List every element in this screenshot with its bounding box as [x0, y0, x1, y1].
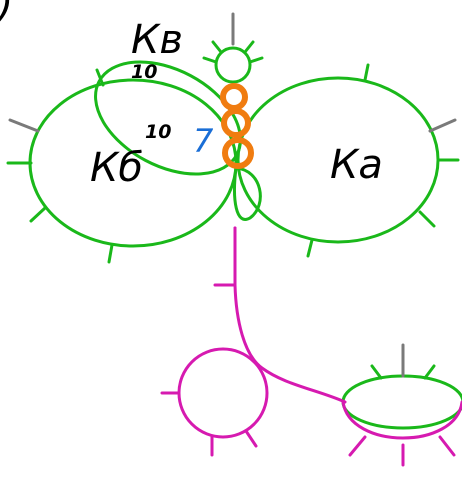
kb-spike — [107, 243, 114, 264]
kb-spike — [29, 206, 47, 223]
ka-spike — [306, 238, 314, 258]
magenta-circle-spike — [244, 429, 258, 448]
label-kv: Кв — [131, 17, 183, 63]
bowl-top — [341, 374, 462, 430]
label-kv-number: 10 — [131, 61, 157, 83]
grey-spike-ka — [428, 118, 457, 133]
bowl-bottom — [341, 400, 462, 440]
orange-ring — [222, 137, 254, 169]
top-small-circle — [214, 46, 252, 84]
kv-ellipse — [94, 60, 242, 176]
grey-spike-kb — [8, 118, 40, 133]
top-circle-spike — [202, 56, 218, 64]
orange-ring — [221, 108, 251, 138]
top-circle-spike — [211, 40, 223, 54]
junction-loop — [233, 166, 262, 221]
top-circle-spike — [243, 40, 255, 54]
label-kb: Кб — [90, 145, 143, 191]
magenta-circle — [177, 347, 269, 439]
corner-label: в) — [0, 0, 13, 28]
bowl-bottom-spike — [348, 435, 367, 457]
top-circle-spike — [248, 56, 264, 64]
orange-ring — [220, 83, 248, 111]
ka-spike — [363, 63, 370, 82]
kb-spike — [95, 68, 105, 87]
label-kb-number: 10 — [145, 121, 171, 143]
bowl-bottom-spike — [438, 435, 456, 457]
ka-spike — [418, 210, 436, 228]
bowl-spike — [370, 364, 383, 380]
label-marker: 7 — [193, 122, 214, 160]
magenta-stem — [233, 226, 347, 404]
label-ka: Ка — [330, 142, 383, 188]
bowl-spike — [423, 364, 436, 380]
